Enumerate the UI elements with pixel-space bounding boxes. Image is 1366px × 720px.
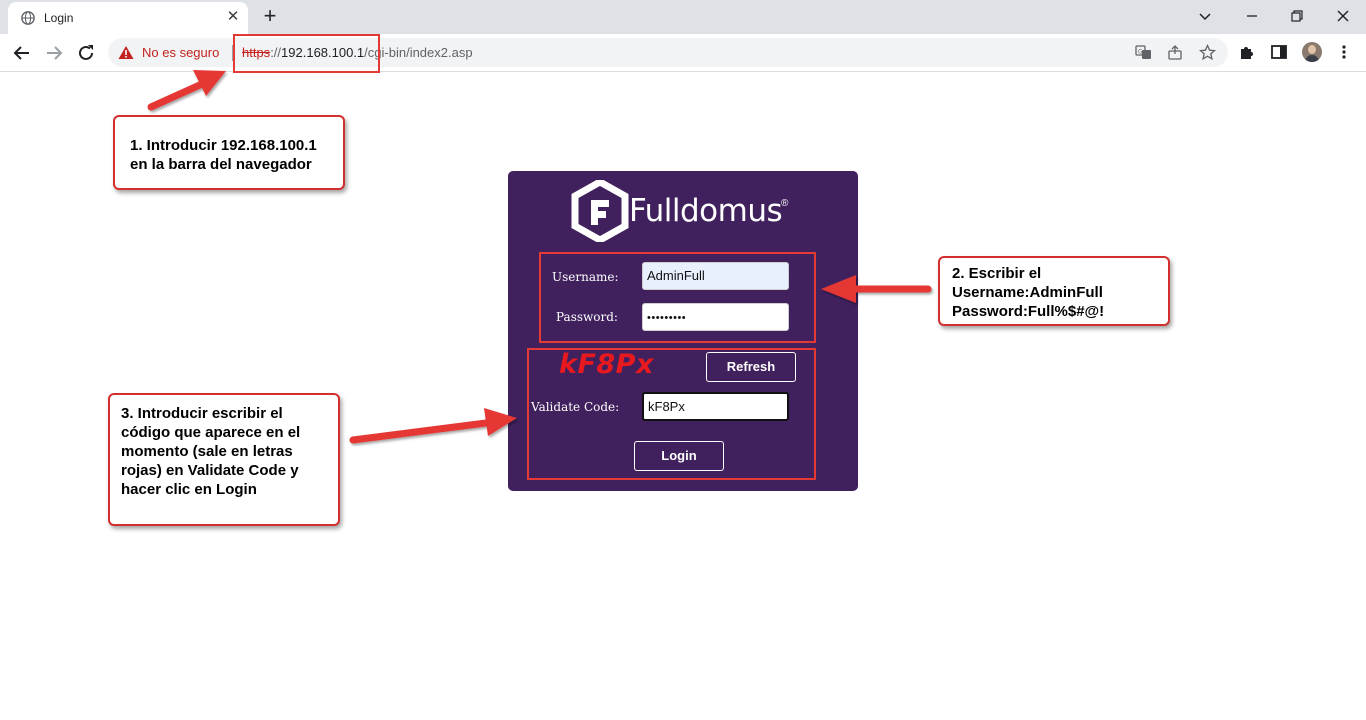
validate-code-label: Validate Code:: [531, 400, 620, 414]
callout-step-2: 2. Escribir el Username:AdminFull Passwo…: [938, 256, 1170, 326]
forward-arrow-icon[interactable]: [42, 41, 66, 65]
tab-close-icon[interactable]: ✕: [226, 8, 240, 25]
profile-avatar[interactable]: [1302, 42, 1322, 62]
callout-step-3-line-3: momento (sale en letras: [121, 443, 293, 460]
browser-toolbar: No es seguro https://192.168.100.1/cgi-b…: [0, 34, 1366, 72]
validate-code-input[interactable]: kF8Px: [642, 392, 789, 421]
password-mask: •••••••••: [647, 312, 687, 324]
brand-name: Fulldomus: [629, 193, 783, 229]
arrow-to-validate-code: [349, 408, 517, 444]
tab-search-chevron-icon[interactable]: [1195, 6, 1215, 26]
reload-icon[interactable]: [74, 41, 98, 65]
callout-step-3: 3. Introducir escribir el código que apa…: [108, 393, 340, 526]
callout-step-1-line-1: 1. Introducir 192.168.100.1: [130, 137, 317, 154]
callout-step-3-line-4: rojas) en Validate Code y: [121, 462, 299, 479]
password-label: Password:: [556, 310, 618, 324]
login-button[interactable]: Login: [634, 441, 724, 471]
callout-step-1: 1. Introducir 192.168.100.1 en la barra …: [113, 115, 345, 190]
credentials-highlight-box: [539, 252, 816, 343]
back-arrow-icon[interactable]: [10, 41, 34, 65]
share-icon[interactable]: [1167, 44, 1184, 61]
callout-step-2-line-3: Password:Full%$#@!: [952, 303, 1105, 320]
callout-step-2-line-2: Username:AdminFull: [952, 284, 1103, 301]
fulldomus-logo-icon: [571, 180, 629, 242]
bookmark-star-icon[interactable]: [1199, 44, 1216, 61]
refresh-button[interactable]: Refresh: [706, 352, 796, 382]
url-scheme: https: [242, 45, 271, 60]
captcha-code: kF8Px: [559, 349, 654, 380]
callout-step-1-line-2: en la barra del navegador: [130, 156, 312, 173]
password-input[interactable]: •••••••••: [642, 303, 789, 331]
close-window-icon[interactable]: [1333, 6, 1353, 26]
url-path: /cgi-bin/index2.asp: [364, 45, 473, 60]
side-panel-icon[interactable]: [1270, 43, 1288, 61]
url-host: 192.168.100.1: [281, 45, 365, 60]
tab-login[interactable]: Login ✕: [8, 2, 248, 34]
avatar-head: [1308, 45, 1316, 54]
translate-icon[interactable]: G: [1135, 44, 1152, 61]
captcha-highlight-box: [527, 348, 816, 480]
callout-step-3-line-5: hacer clic en Login: [121, 481, 257, 498]
warning-triangle-icon[interactable]: [118, 45, 134, 60]
url-separator: ://: [270, 45, 282, 60]
new-tab-button[interactable]: +: [263, 3, 277, 28]
extensions-puzzle-icon[interactable]: [1238, 43, 1256, 61]
address-bar[interactable]: No es seguro https://192.168.100.1/cgi-b…: [108, 38, 1228, 67]
not-secure-label[interactable]: No es seguro: [142, 45, 220, 60]
globe-icon: [21, 11, 35, 25]
restore-icon[interactable]: [1287, 6, 1307, 26]
callout-step-3-line-2: código que aparece en el: [121, 424, 301, 441]
tab-strip: Login ✕ +: [0, 0, 1366, 34]
arrow-to-url: [147, 70, 226, 111]
registered-mark: ®: [781, 198, 789, 209]
omnibox-divider: [232, 45, 233, 61]
callout-step-2-line-1: 2. Escribir el: [952, 265, 1042, 282]
username-input[interactable]: AdminFull: [642, 262, 789, 290]
kebab-menu-icon[interactable]: [1335, 43, 1353, 61]
avatar-body: [1305, 55, 1319, 62]
url-highlight-box: [233, 34, 380, 73]
svg-text:G: G: [1138, 49, 1143, 56]
url-text[interactable]: https://192.168.100.1/cgi-bin/index2.asp: [242, 45, 473, 60]
tab-title: Login: [44, 11, 74, 25]
login-panel: Fulldomus ® Username: AdminFull Password…: [508, 171, 858, 491]
callout-step-3-line-1: 3. Introducir escribir el: [121, 405, 283, 422]
minimize-icon[interactable]: [1242, 6, 1262, 26]
username-label: Username:: [552, 270, 619, 284]
